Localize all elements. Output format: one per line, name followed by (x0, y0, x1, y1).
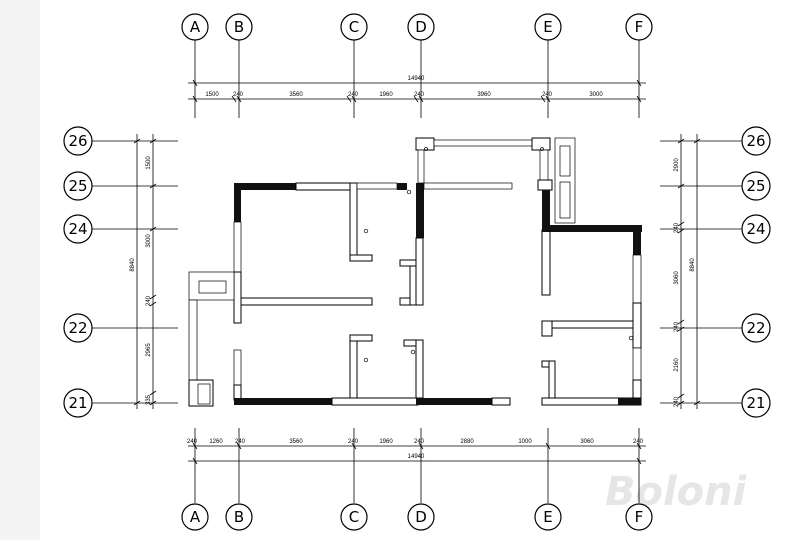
svg-text:22: 22 (746, 319, 765, 337)
left-dimensions: 8840 1500 3000 240 2965 335 (130, 134, 157, 409)
axis-bubble-24-right: 24 (741, 214, 771, 244)
bottom-dimensions: 240 1260 240 3560 240 1960 240 2880 1000… (187, 439, 646, 465)
bottom-dim-4: 3560 (289, 439, 303, 445)
top-dim-6: 240 (414, 92, 425, 98)
svg-text:22: 22 (68, 319, 87, 337)
bottom-dim-9: 1000 (518, 439, 532, 445)
axis-bubble-F-bottom: F (625, 503, 653, 531)
axis-bubble-22-left: 22 (63, 313, 93, 343)
top-dim-8: 240 (542, 92, 553, 98)
svg-text:24: 24 (68, 220, 87, 238)
row-axis-lines (92, 140, 742, 404)
svg-text:D: D (415, 508, 427, 526)
watermark: Boloni (605, 469, 748, 515)
svg-text:26: 26 (68, 132, 87, 150)
left-dim-1: 1500 (146, 156, 152, 170)
top-dimensions: 14940 1500 240 3560 240 1960 240 3960 24… (188, 76, 646, 103)
svg-text:26: 26 (746, 132, 765, 150)
bottom-dim-10: 3060 (580, 439, 594, 445)
top-dim-7: 3960 (477, 92, 491, 98)
svg-text:F: F (635, 508, 644, 526)
column-axis-lines (194, 40, 640, 503)
axis-bubble-C-top: C (340, 13, 368, 41)
top-dim-1: 1500 (205, 92, 219, 98)
bottom-dim-3: 240 (235, 439, 246, 445)
walls (188, 137, 642, 407)
right-dim-1: 2900 (674, 158, 680, 172)
axis-bubble-E-bottom: E (534, 503, 562, 531)
axis-bubble-21-left: 21 (63, 388, 93, 418)
bottom-dim-11: 240 (633, 439, 644, 445)
axis-bubble-D-bottom: D (407, 503, 435, 531)
axis-bubble-24-left: 24 (63, 214, 93, 244)
bottom-dim-2: 1260 (209, 439, 223, 445)
svg-text:21: 21 (746, 394, 765, 412)
left-dim-4: 2965 (146, 343, 152, 357)
svg-text:25: 25 (68, 177, 87, 195)
top-total-dim: 14940 (408, 76, 425, 82)
svg-text:21: 21 (68, 394, 87, 412)
left-total-dim: 8840 (130, 258, 136, 272)
top-dim-9: 3000 (589, 92, 603, 98)
right-dimensions: 2900 240 3060 240 2160 240 8840 (674, 134, 701, 409)
axis-bubble-C-bottom: C (340, 503, 368, 531)
bottom-total-dim: 14940 (408, 454, 425, 460)
top-dim-2: 240 (233, 92, 244, 98)
axis-bubble-26-left: 26 (63, 126, 93, 156)
bottom-dim-5: 240 (348, 439, 359, 445)
axis-bubble-E-top: E (534, 13, 562, 41)
right-dim-5: 2160 (674, 358, 680, 372)
left-dim-2: 3000 (146, 234, 152, 248)
axis-bubble-21-right: 21 (741, 388, 771, 418)
svg-text:E: E (543, 18, 552, 36)
svg-text:A: A (190, 18, 201, 36)
fixture-dots (363, 147, 634, 363)
axis-bubble-B-top: B (225, 13, 253, 41)
left-dim-5: 335 (146, 394, 152, 405)
bottom-dim-1: 240 (187, 439, 198, 445)
svg-text:A: A (190, 508, 201, 526)
bottom-dim-8: 2880 (460, 439, 474, 445)
page-margin (0, 0, 40, 540)
svg-text:F: F (635, 18, 644, 36)
axis-bubble-A-top: A (181, 13, 209, 41)
svg-text:E: E (543, 508, 552, 526)
axis-bubble-26-right: 26 (741, 126, 771, 156)
right-dim-3: 3060 (674, 271, 680, 285)
axis-bubble-A-bottom: A (181, 503, 209, 531)
bottom-dim-6: 1960 (379, 439, 393, 445)
svg-text:B: B (234, 508, 244, 526)
top-dim-4: 240 (348, 92, 359, 98)
axis-bubble-25-right: 25 (741, 171, 771, 201)
right-total-dim: 8840 (690, 258, 696, 272)
svg-text:25: 25 (746, 177, 765, 195)
right-dim-2: 240 (674, 222, 680, 233)
right-dim-4: 240 (674, 321, 680, 332)
svg-text:C: C (349, 18, 359, 36)
svg-text:D: D (415, 18, 427, 36)
bottom-dim-7: 240 (414, 439, 425, 445)
left-dim-3: 240 (146, 295, 152, 306)
svg-text:24: 24 (746, 220, 765, 238)
right-dim-6: 240 (674, 396, 680, 407)
top-dim-3: 3560 (289, 92, 303, 98)
axis-bubble-D-top: D (407, 13, 435, 41)
top-dim-5: 1960 (379, 92, 393, 98)
axis-bubble-25-left: 25 (63, 171, 93, 201)
svg-text:C: C (349, 508, 359, 526)
axis-bubble-B-bottom: B (225, 503, 253, 531)
axis-bubble-F-top: F (625, 13, 653, 41)
svg-text:B: B (234, 18, 244, 36)
axis-bubble-22-right: 22 (741, 313, 771, 343)
